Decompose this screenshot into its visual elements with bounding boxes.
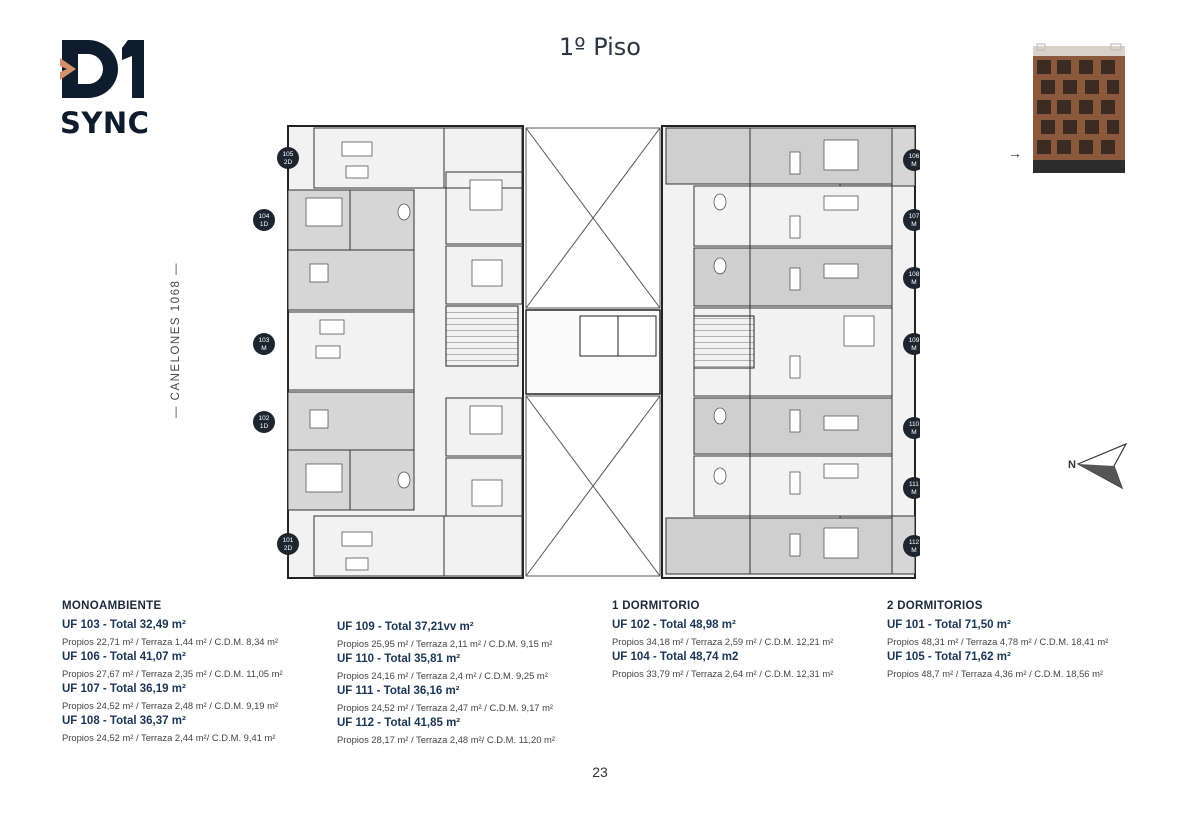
marker-type: 2D bbox=[284, 159, 293, 166]
unit-total: UF 104 - Total 48,74 m2 bbox=[612, 651, 739, 663]
legend-column-1-dormitorio: 1 DORMITORIO UF 102 - Total 48,98 m² Prop… bbox=[612, 600, 882, 681]
unit-total: UF 110 - Total 35,81 m² bbox=[337, 653, 461, 665]
legend-column-monoambiente: MONOAMBIENTE UF 103 - Total 32,49 m² Prop… bbox=[62, 600, 332, 745]
unit-detail: Propios 34,18 m² / Terraza 2,59 m² / C.D… bbox=[612, 636, 834, 647]
heading-spacer bbox=[337, 600, 607, 619]
legend-heading: MONOAMBIENTE bbox=[62, 600, 162, 612]
unit-entry: UF 102 - Total 48,98 m² Propios 34,18 m² … bbox=[612, 617, 882, 649]
unit-total: UF 106 - Total 41,07 m² bbox=[62, 651, 186, 663]
marker-type: 1D bbox=[260, 221, 269, 228]
marker-num: 104 bbox=[259, 213, 270, 220]
compass-label: N bbox=[1068, 459, 1076, 471]
legend-heading: 1 DORMITORIO bbox=[612, 600, 700, 612]
marker-num: 111 bbox=[909, 481, 919, 488]
marker-type: M bbox=[911, 221, 916, 228]
unit-entry: UF 107 - Total 36,19 m² Propios 24,52 m² … bbox=[62, 681, 332, 713]
unit-total: UF 107 - Total 36,19 m² bbox=[62, 683, 186, 695]
unit-detail: Propios 28,17 m² / Terraza 2,48 m²/ C.D.… bbox=[337, 734, 555, 745]
unit-entry: UF 112 - Total 41,85 m² Propios 28,17 m² … bbox=[337, 715, 607, 747]
unit-total: UF 103 - Total 32,49 m² bbox=[62, 619, 186, 631]
unit-total: UF 109 - Total 37,21vv m² bbox=[337, 621, 474, 633]
unit-entry: UF 104 - Total 48,74 m2 Propios 33,79 m² … bbox=[612, 649, 882, 681]
unit-detail: Propios 25,95 m² / Terraza 2,11 m² / C.D… bbox=[337, 638, 553, 649]
unit-detail: Propios 24,16 m² / Terraza 2,4 m² / C.D.… bbox=[337, 670, 548, 681]
marker-type: 1D bbox=[260, 423, 269, 430]
unit-detail: Propios 33,79 m² / Terraza 2,64 m² / C.D… bbox=[612, 668, 834, 679]
compass: N bbox=[1060, 440, 1130, 495]
marker-num: 101 bbox=[283, 537, 294, 544]
unit-entry: UF 110 - Total 35,81 m² Propios 24,16 m² … bbox=[337, 651, 607, 683]
unit-total: UF 101 - Total 71,50 m² bbox=[887, 619, 1011, 631]
marker-type: 2D bbox=[284, 545, 293, 552]
unit-detail: Propios 22,71 m² / Terraza 1,44 m² / C.D… bbox=[62, 636, 279, 647]
unit-total: UF 102 - Total 48,98 m² bbox=[612, 619, 736, 631]
legend-heading: 2 DORMITORIOS bbox=[887, 600, 983, 612]
page-number: 23 bbox=[592, 764, 608, 780]
unit-detail: Propios 24,52 m² / Terraza 2,44 m²/ C.D.… bbox=[62, 732, 276, 743]
marker-type: M bbox=[911, 429, 916, 436]
unit-entry: UF 111 - Total 36,16 m² Propios 24,52 m² … bbox=[337, 683, 607, 715]
marker-num: 112 bbox=[909, 539, 920, 546]
marker-num: 110 bbox=[909, 421, 920, 428]
unit-entry: UF 101 - Total 71,50 m² Propios 48,31 m² … bbox=[887, 617, 1157, 649]
unit-detail: Propios 24,52 m² / Terraza 2,47 m² / C.D… bbox=[337, 702, 554, 713]
unit-detail: Propios 27,67 m² / Terraza 2,35 m² / C.D… bbox=[62, 668, 283, 679]
legend-column-monoambiente-2: UF 109 - Total 37,21vv m² Propios 25,95 m… bbox=[337, 600, 607, 747]
unit-detail: Propios 24,52 m² / Terraza 2,48 m² / C.D… bbox=[62, 700, 279, 711]
unit-entry: UF 105 - Total 71,62 m² Propios 48,7 m² /… bbox=[887, 649, 1157, 681]
marker-num: 106 bbox=[909, 153, 920, 160]
arrow-right-icon: → bbox=[1008, 145, 1022, 161]
unit-total: UF 105 - Total 71,62 m² bbox=[887, 651, 1011, 663]
marker-num: 108 bbox=[909, 271, 920, 278]
brand-logo-text: SYNC bbox=[60, 106, 150, 140]
unit-entry: UF 109 - Total 37,21vv m² Propios 25,95 m… bbox=[337, 619, 607, 651]
marker-type: M bbox=[911, 279, 916, 286]
marker-type: M bbox=[911, 345, 916, 352]
marker-num: 107 bbox=[909, 213, 920, 220]
marker-type: M bbox=[911, 547, 916, 554]
unit-entry: UF 106 - Total 41,07 m² Propios 27,67 m² … bbox=[62, 649, 332, 681]
marker-num: 105 bbox=[283, 151, 294, 158]
unit-entry: UF 103 - Total 32,49 m² Propios 22,71 m² … bbox=[62, 617, 332, 649]
page-title: 1º Piso bbox=[558, 33, 641, 61]
building-thumbnail bbox=[1027, 42, 1127, 175]
unit-detail: Propios 48,7 m² / Terraza 4,36 m² / C.D.… bbox=[887, 668, 1104, 679]
street-label: — CANELONES 1068 — bbox=[170, 261, 182, 419]
unit-total: UF 112 - Total 41,85 m² bbox=[337, 717, 461, 729]
legend-column-2-dormitorios: 2 DORMITORIOS UF 101 - Total 71,50 m² Pro… bbox=[887, 600, 1157, 681]
unit-detail: Propios 48,31 m² / Terraza 4,78 m² / C.D… bbox=[887, 636, 1109, 647]
marker-num: 109 bbox=[909, 337, 920, 344]
marker-type: M bbox=[261, 345, 266, 352]
unit-total: UF 111 - Total 36,16 m² bbox=[337, 685, 460, 697]
marker-num: 102 bbox=[259, 415, 270, 422]
marker-type: M bbox=[911, 489, 916, 496]
unit-entry: UF 108 - Total 36,37 m² Propios 24,52 m² … bbox=[62, 713, 332, 745]
marker-num: 103 bbox=[259, 337, 270, 344]
brand-logo bbox=[58, 38, 158, 138]
street-name: CANELONES 1068 bbox=[170, 279, 182, 401]
unit-total: UF 108 - Total 36,37 m² bbox=[62, 715, 186, 727]
marker-type: M bbox=[911, 161, 916, 168]
